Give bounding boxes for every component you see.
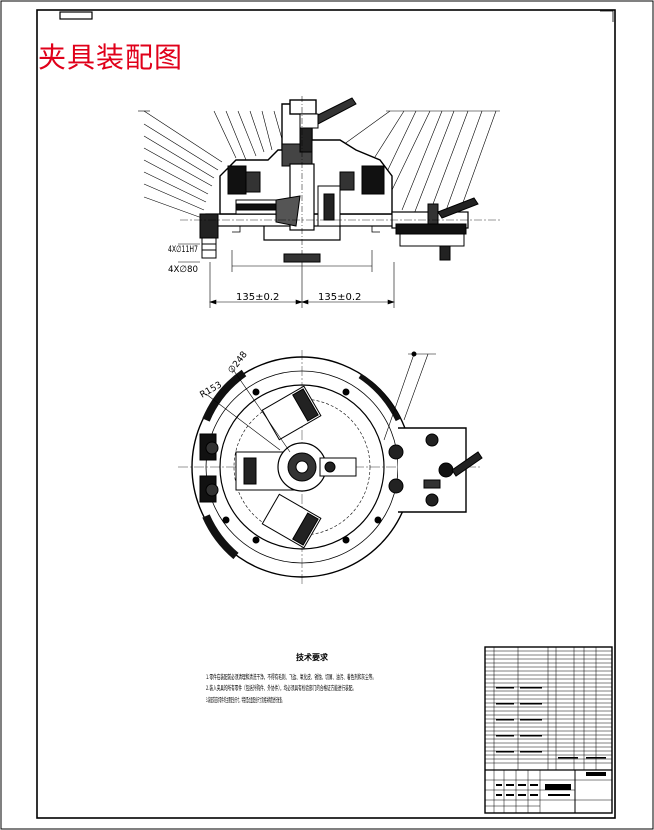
tech-req-item-3: 3.装配前应对零件的主要配合尺寸，特别是过盈配合尺寸及相关精度进行复查。 <box>206 695 284 704</box>
tech-req-item-2: 2.装入夹具的所有零件（包括外购件、外协件），均必须具有检验部门的合格证方能进行… <box>206 683 356 692</box>
dim-hole-text: 4X∅11H7 <box>168 245 198 255</box>
dim-pitch-text: 4X∅80 <box>168 265 198 275</box>
corner-mark-right <box>600 10 614 22</box>
tech-req-item-1: 1.零件在装配前必须清理和清洗干净，不得有毛刺、飞边、氧化皮、锈蚀、切屑、油污、… <box>206 672 376 681</box>
front-section-view <box>138 96 500 308</box>
dim-left-text: 135±0.2 <box>236 292 279 303</box>
tech-req-heading: 技术要求 <box>296 652 329 662</box>
drawing-code-box <box>59 11 93 20</box>
parts-list-marks <box>496 687 606 796</box>
border-frame <box>36 9 616 819</box>
dimension-lines <box>178 243 395 308</box>
drawing-title: 夹具装配图 <box>38 41 184 74</box>
dim-right-text: 135±0.2 <box>318 292 361 303</box>
balloon-leaders-right <box>335 110 500 223</box>
top-plan-view <box>178 350 483 584</box>
